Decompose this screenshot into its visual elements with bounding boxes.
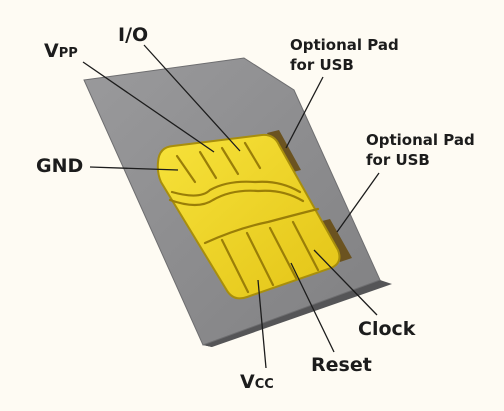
label-vcc-sub: CC <box>254 377 274 392</box>
label-vcc-main: V <box>240 371 255 393</box>
label-vpp-main: V <box>44 40 59 62</box>
leader-io <box>143 44 241 152</box>
label-usb-upper-line2: for USB <box>290 56 354 74</box>
label-usb-pad-lower: Optional Pad for USB <box>366 130 475 170</box>
label-vcc: VCC <box>240 373 274 392</box>
label-usb-lower-line1: Optional Pad <box>366 131 475 149</box>
sim-card-edge-bottom <box>203 280 392 347</box>
label-gnd-text: GND <box>36 155 84 177</box>
sim-chip <box>156 133 341 300</box>
label-clock: Clock <box>358 320 415 339</box>
leader-reset <box>290 262 335 353</box>
leader-vcc <box>257 279 267 369</box>
label-reset-text: Reset <box>311 354 372 376</box>
leader-usb-upper <box>285 76 324 149</box>
chip-contact-lines <box>168 141 320 294</box>
label-reset: Reset <box>311 356 372 375</box>
leader-usb-lower <box>336 172 380 233</box>
label-io: I/O <box>118 26 148 45</box>
label-usb-upper-line1: Optional Pad <box>290 36 399 54</box>
label-gnd: GND <box>36 157 83 176</box>
leader-clock <box>313 249 378 316</box>
leader-vpp <box>82 61 215 153</box>
leader-gnd <box>89 166 179 171</box>
label-clock-text: Clock <box>358 318 416 340</box>
label-usb-lower-line2: for USB <box>366 151 430 169</box>
label-io-text: I/O <box>118 24 149 46</box>
label-vpp-sub: PP <box>58 46 78 61</box>
leader-lines <box>82 44 380 369</box>
label-usb-pad-upper: Optional Pad for USB <box>290 35 399 75</box>
label-vpp: VPP <box>44 42 78 61</box>
